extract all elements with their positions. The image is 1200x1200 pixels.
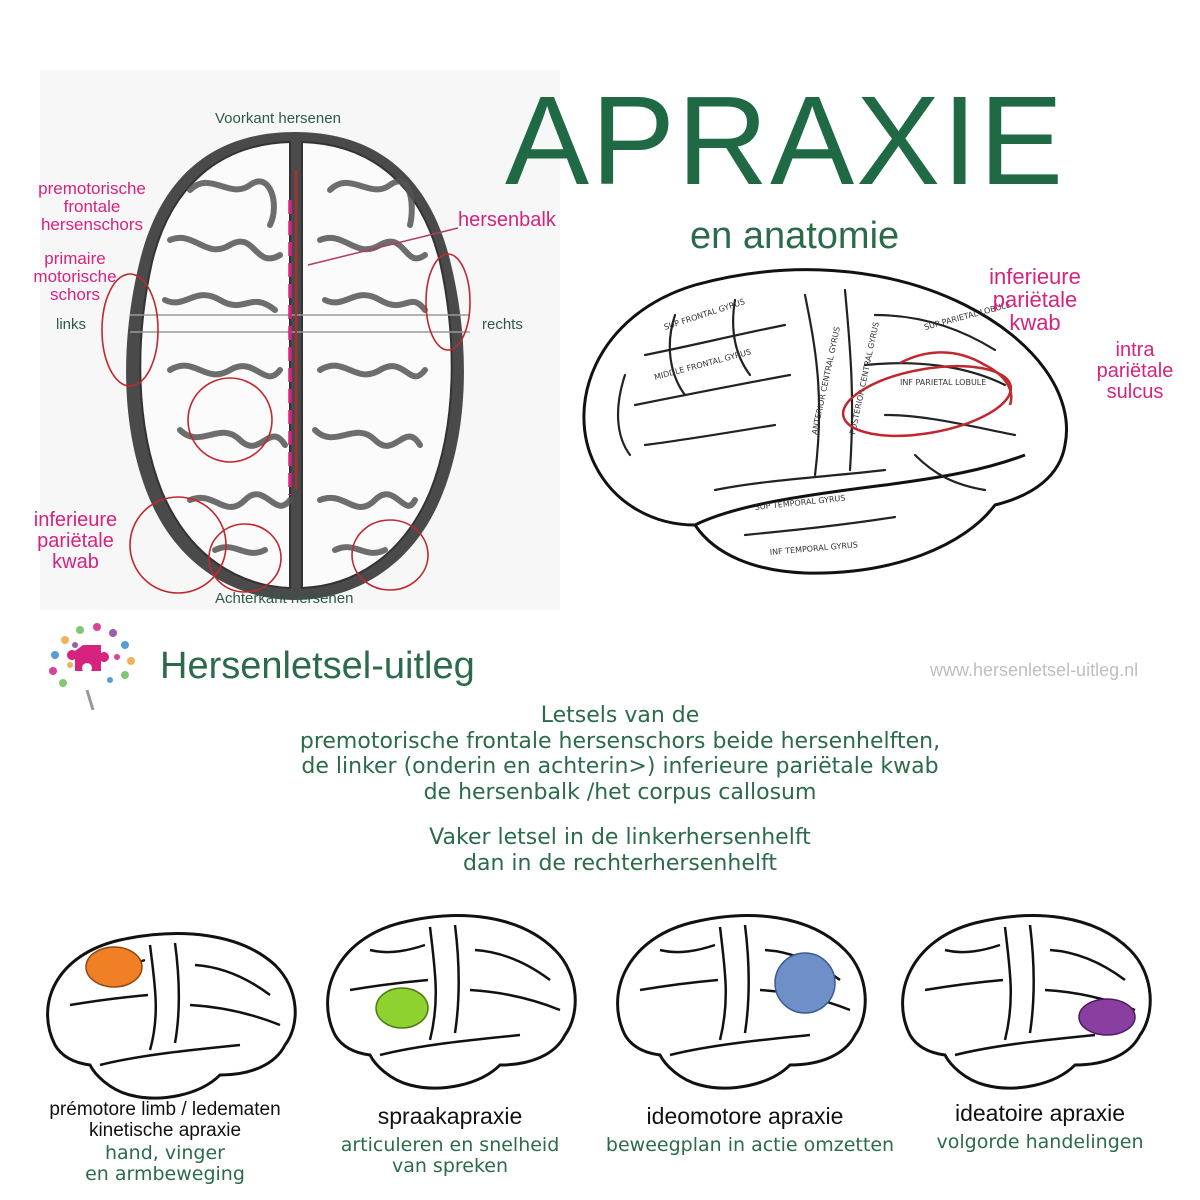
left-label: links [56, 316, 87, 333]
brain-card-ideational [901, 914, 1152, 1090]
card-title-ideomotor: ideomotore apraxie [646, 1103, 844, 1129]
card-sub-ideational: volgorde handelingen [936, 1131, 1144, 1153]
primary-motor-label: primaire motorische schors [10, 250, 140, 304]
page-subtitle: en anatomie [690, 215, 900, 257]
corpus-callosum-label: hersenbalk [458, 209, 556, 231]
front-label: Voorkant hersenen [215, 110, 341, 127]
card-sub-ideomotor: beweegplan in actie omzetten [605, 1134, 895, 1156]
card-title-premotor: prémotore limb / ledematen kinetische ap… [15, 1099, 315, 1142]
top-ipl-line-1: inferieure [33, 509, 118, 531]
card-title-speech: spraakapraxie [377, 1103, 523, 1129]
top-inferior-parietal-label: inferieure pariëtale kwab [18, 510, 133, 573]
side-view-brain: SUP FRONTAL GYRUS MIDDLE FRONTAL GYRUS A… [582, 268, 1068, 575]
primary-motor-line-2: motorische [33, 266, 117, 286]
intraparietal-line-1: intra [1115, 339, 1155, 361]
side-ipl-line-2: pariëtale [992, 287, 1078, 313]
premotor-line-1: premotorische [38, 179, 146, 198]
premotor-sub-line-2: en armbeweging [85, 1163, 245, 1186]
top-ipl-line-3: kwab [52, 551, 99, 573]
top-ipl-line-2: pariëtale [37, 530, 114, 552]
premotor-title-line-1: prémotore limb / ledematen [49, 1099, 281, 1120]
primary-motor-line-1: primaire [44, 249, 106, 268]
brain-card-speech [326, 914, 577, 1090]
brand-logo-icon [49, 623, 135, 711]
intraparietal-line-2: pariëtale [1096, 360, 1174, 382]
desc-line-2: premotorische frontale hersenschors beid… [299, 728, 941, 754]
site-url[interactable]: www.hersenletsel-uitleg.nl [930, 660, 1139, 680]
brain-card-ideomotor [616, 914, 867, 1090]
premotor-title-line-2: kinetische apraxie [88, 1119, 242, 1141]
premotor-sub-line-1: hand, vinger [105, 1142, 225, 1164]
back-label: Achterkant hersenen [215, 590, 354, 607]
desc-line-1: Letsels van de [540, 703, 700, 728]
side-ipl-line-1: inferieure [989, 264, 1081, 289]
card-sub-premotor: hand, vinger en armbeweging [15, 1142, 315, 1186]
side-inferior-parietal-label: inferieure pariëtale kwab [975, 265, 1095, 334]
desc-line-4: de hersenbalk /het corpus callosum [423, 779, 817, 805]
brand-name: Hersenletsel-uitleg [160, 645, 475, 687]
premotor-line-3: hersenschors [40, 214, 144, 234]
side-ipl-line-3: kwab [1009, 310, 1061, 336]
card-title-ideational: ideatoire apraxie [954, 1100, 1126, 1126]
top-view-brain [40, 70, 560, 610]
intraparietal-line-3: sulcus [1106, 381, 1164, 403]
premotor-line-2: frontale [63, 196, 121, 216]
desc-line-3: de linker (onderin en achterin>) inferie… [301, 754, 939, 780]
note-line-1: Vaker letsel in de linkerhersenhelft [429, 825, 811, 851]
note-line-2: dan in de rechterhersenhelft [463, 850, 777, 876]
primary-motor-line-3: schors [49, 284, 101, 304]
speech-sub-line-1: articuleren en snelheid [340, 1134, 560, 1156]
brain-card-premotor [46, 932, 297, 1100]
page-title: APRAXIE [505, 70, 1066, 211]
premotor-label: premotorische frontale hersenschors [22, 180, 162, 234]
card-sub-speech: articuleren en snelheid van spreken [300, 1134, 600, 1178]
right-label: rechts [482, 316, 523, 333]
intraparietal-label: intra pariëtale sulcus [1095, 340, 1175, 403]
speech-sub-line-2: van spreken [391, 1155, 509, 1178]
description: Letsels van de premotorische frontale he… [150, 703, 1090, 876]
svg-text:INF PARIETAL LOBULE: INF PARIETAL LOBULE [900, 378, 986, 387]
